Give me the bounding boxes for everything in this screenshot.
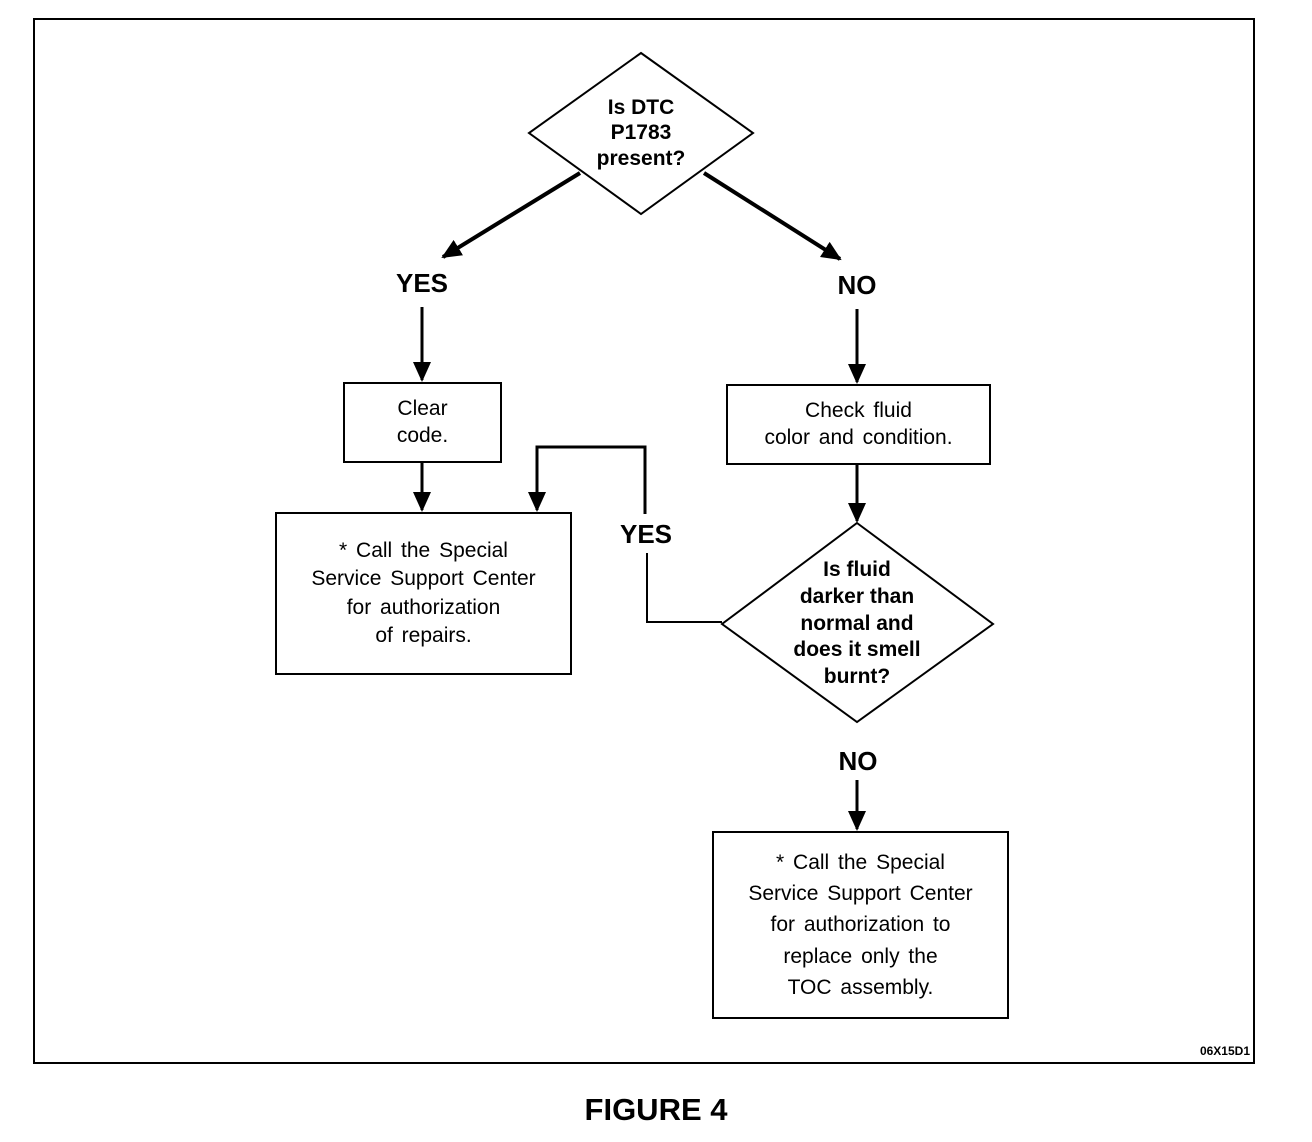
decision-dtc-text: Is DTC P1783 present? xyxy=(596,96,686,170)
no-label-1: NO xyxy=(837,270,877,300)
no-label-2: NO xyxy=(838,746,878,776)
arrow-to-no-1 xyxy=(702,171,842,261)
figure-caption: FIGURE 4 xyxy=(584,1092,728,1127)
call-toc-box: * Call the Special Service Support Cente… xyxy=(712,831,1009,1019)
figure-code: 06X15D1 xyxy=(1199,1044,1250,1058)
arrow-yes-to-call-repairs xyxy=(528,445,647,514)
yes-label-2: YES xyxy=(619,519,673,549)
clear-code-box: Clear code. xyxy=(343,382,502,463)
call-repairs-box: * Call the Special Service Support Cente… xyxy=(275,512,572,675)
yes-label-1: YES xyxy=(395,268,449,298)
arrow-to-yes-1 xyxy=(441,171,582,259)
figure-frame xyxy=(33,18,1255,1064)
decision-fluid-text: Is fluid darker than normal and does it … xyxy=(793,558,921,688)
decision-diamond-dtc xyxy=(527,51,755,216)
decision-diamond-fluid xyxy=(720,521,995,724)
check-fluid-box: Check fluid color and condition. xyxy=(726,384,991,465)
connector-fluid-yes xyxy=(646,553,722,623)
